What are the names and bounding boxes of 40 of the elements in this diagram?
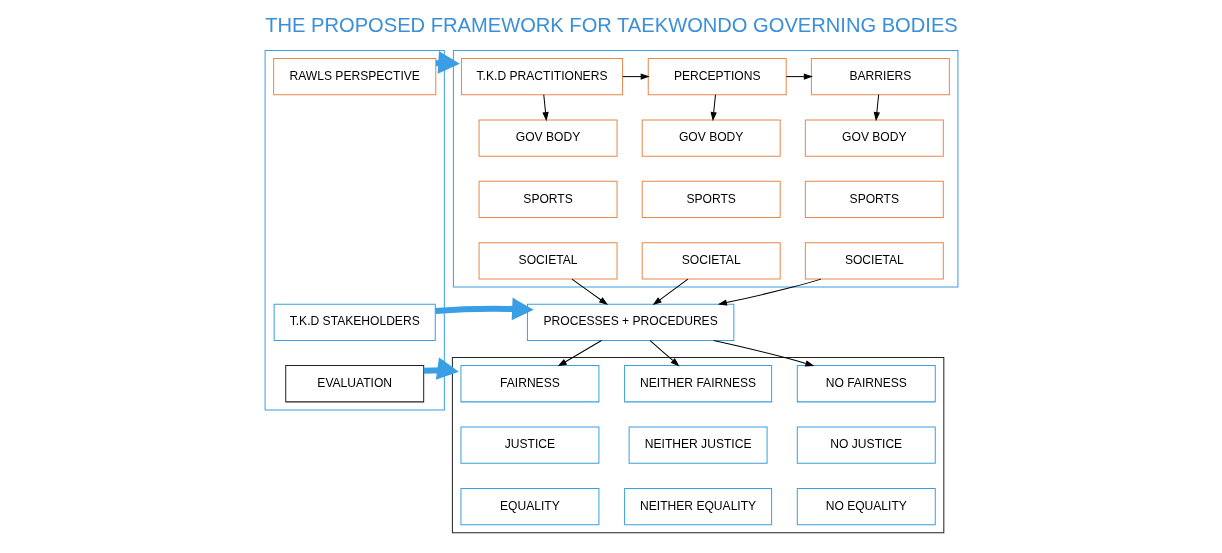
node-box: NO FAIRNESS [796,365,936,403]
node-box: NEITHER FAIRNESS [623,365,772,403]
node-box: SOCIETAL [641,242,781,280]
arrow [434,297,534,321]
arrow [649,340,680,367]
node-box: NO JUSTICE [796,426,936,464]
node-box: T.K.D STAKEHOLDERS [273,303,436,341]
node-box: BARRIERS [810,57,950,96]
node-box: PERCEPTIONS [647,57,787,96]
arrow [785,73,813,80]
node-box: SPORTS [478,180,618,219]
cluster [264,49,445,411]
node-box: T.K.D PRACTITIONERS [460,57,623,96]
node-box: GOV BODY [641,119,781,157]
arrow [710,94,717,122]
arrow [621,73,650,80]
cluster [452,49,958,288]
node-box: EQUALITY [459,487,599,526]
arrow [652,278,688,306]
node-box: EVALUATION [284,365,424,403]
node-box: PROCESSES + PROCEDURES [526,303,734,341]
diagram-title: THE PROPOSED FRAMEWORK FOR TAEKWONDO GOVERNING BODIES [264,14,958,37]
node-box: SOCIETAL [478,242,618,280]
arrow [717,278,821,306]
arrow [557,340,602,367]
node-box: NEITHER JUSTICE [628,426,768,464]
node-box: JUSTICE [459,426,599,464]
arrow [570,278,608,306]
arrow [423,357,459,380]
arrow [873,94,880,122]
node-box: GOV BODY [478,119,618,157]
node-box: GOV BODY [804,119,944,157]
node-box: FAIRNESS [459,365,599,403]
node-box: SPORTS [641,180,781,219]
arrow [541,94,549,122]
node-box: SPORTS [804,180,944,219]
node-box: SOCIETAL [804,242,944,280]
node-box: NO EQUALITY [796,487,936,526]
node-box: NEITHER EQUALITY [623,487,772,526]
node-box: RAWLS PERSPECTIVE [272,57,436,96]
